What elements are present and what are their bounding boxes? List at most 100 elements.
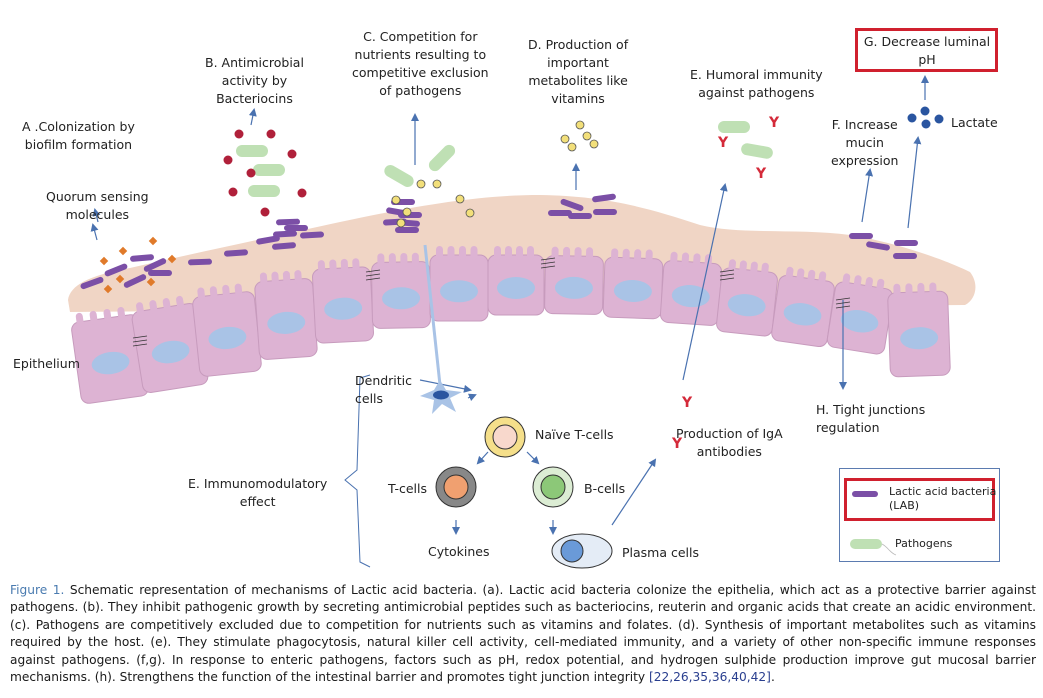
tight-junction-mark [132, 339, 148, 343]
microvillus [459, 246, 466, 260]
caption-text: Schematic representation of mechanisms o… [10, 583, 1037, 685]
lab-rod [395, 227, 419, 233]
arrow [419, 379, 472, 393]
cell-nucleus [267, 311, 306, 334]
lab-rod [130, 254, 154, 262]
tight-junction-mark [835, 297, 851, 301]
cell-nucleus [900, 327, 939, 350]
microvillus [75, 312, 84, 327]
label-humoral-immunity: E. Humoral immunity against pathogens [690, 67, 823, 100]
naive-t-cell-nucleus [492, 424, 518, 450]
cell-nucleus [440, 280, 478, 303]
tight-junction-mark [132, 343, 148, 347]
nutrient-particle [391, 195, 401, 205]
epithelial-cell [71, 307, 149, 404]
legend-label-lab: Lactic acid bacteria (LAB) [889, 485, 997, 512]
arrow [526, 451, 540, 465]
nutrient-particle [567, 142, 577, 152]
lab-rod [272, 242, 296, 250]
pathogen [741, 143, 773, 159]
microvillus [645, 249, 653, 264]
microvillus [681, 252, 690, 267]
lab-rod [123, 274, 147, 288]
tight-junction-mark [719, 273, 735, 277]
label-colonization: A .Colonization by biofilm formation [22, 119, 135, 152]
lab-rod [224, 249, 248, 257]
arrow [248, 108, 257, 126]
microvillus [574, 247, 582, 262]
pathogen [253, 164, 285, 176]
epithelial-cell [131, 295, 209, 394]
label-cytokines: Cytokines [428, 544, 490, 559]
nutrient-particle [455, 194, 465, 204]
tight-junction-mark [540, 257, 556, 261]
dendrite-extension [423, 244, 442, 386]
bacteriocin [228, 187, 238, 197]
label-plasma-cells: Plasma cells [622, 545, 700, 560]
microvillus [893, 283, 901, 298]
antibody-icon: Y [671, 436, 683, 452]
pathogen [248, 185, 280, 197]
microvillus [670, 251, 678, 266]
microvillus [388, 253, 396, 268]
lactate-molecule [920, 106, 930, 116]
bacteriocin [297, 188, 307, 198]
label-epithelium: Epithelium [13, 356, 80, 371]
nutrient-particle [560, 134, 570, 144]
caption-references[interactable]: [22,26,35,36,40,42] [649, 670, 771, 685]
antibody-icon: Y [717, 135, 729, 151]
arrow [90, 223, 99, 241]
quorum-molecule [115, 274, 125, 284]
tight-junction-mark [365, 269, 381, 273]
nutrient-particle [575, 120, 585, 130]
lab-rod [548, 210, 572, 216]
lab-rod [300, 231, 324, 239]
cell-nucleus [324, 297, 363, 320]
microvillus [329, 259, 337, 274]
microvillus [864, 277, 873, 291]
label-competition: C. Competition for nutrients resulting t… [352, 29, 489, 98]
arrow [476, 451, 489, 465]
microvillus [585, 247, 594, 262]
arrow [467, 393, 477, 402]
cell-nucleus [613, 279, 652, 303]
microvillus [622, 248, 630, 263]
lab-rod [143, 258, 167, 272]
b-cell-nucleus [540, 474, 566, 500]
highlight-box-ph [855, 28, 998, 72]
nutrient-particle [396, 218, 406, 228]
nutrient-particle [582, 131, 592, 141]
cell-nucleus [554, 276, 593, 299]
label-t-cells: T-cells [388, 481, 428, 496]
microvillus [436, 246, 443, 260]
label-lactate: Lactate [951, 115, 998, 130]
microvillus [259, 272, 268, 287]
caption-end: . [770, 670, 775, 685]
lab-rod [592, 193, 616, 203]
quorum-molecule [146, 277, 156, 287]
tight-junction-mark [540, 265, 556, 269]
dendritic-nucleus [433, 390, 449, 400]
antibody-icon: Y [755, 166, 767, 182]
nutrient-particle [465, 208, 475, 218]
lactate-molecule [921, 119, 931, 129]
arrow [682, 183, 728, 381]
bacteriocin [287, 149, 297, 159]
microvillus [470, 246, 478, 260]
microvillus [411, 252, 419, 267]
label-mucin: F. Increase mucin expression [831, 117, 899, 168]
tight-junction-mark [540, 261, 556, 265]
lab-rod-icon [852, 491, 878, 497]
microvillus [352, 258, 360, 273]
label-antimicrobial: B. Antimicrobial activity by Bacteriocin… [205, 55, 304, 106]
microvillus [282, 270, 291, 285]
microvillus [271, 271, 279, 286]
lab-rod [188, 258, 212, 266]
arrow [611, 458, 657, 526]
epithelial-cell [771, 266, 835, 348]
microvillus [761, 262, 769, 277]
microvillus [917, 282, 925, 297]
t-cell-nucleus [443, 474, 469, 500]
